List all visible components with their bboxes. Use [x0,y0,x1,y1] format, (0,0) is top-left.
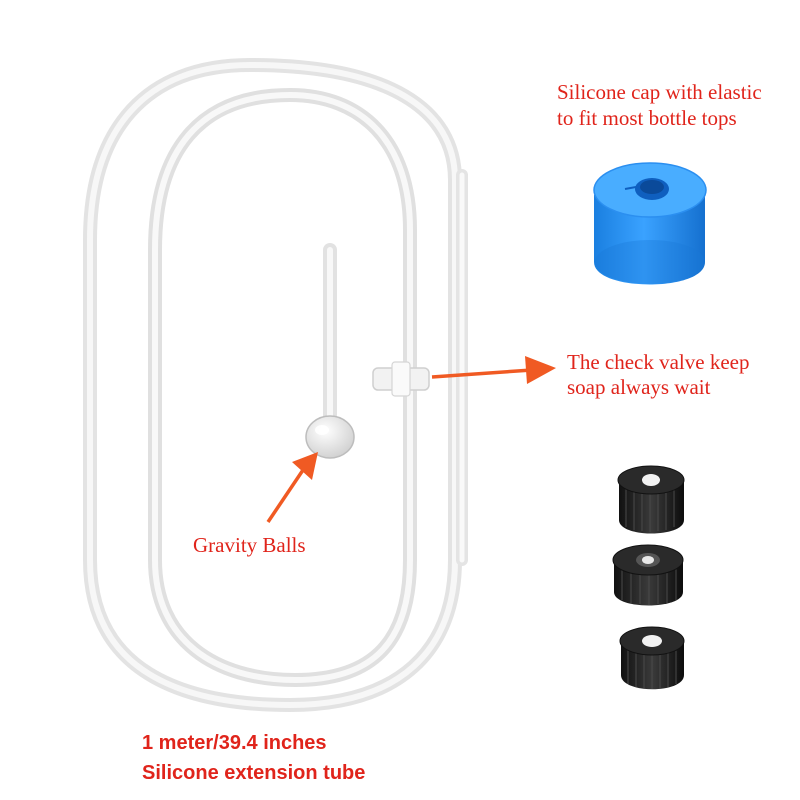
silicone-cap-caption-line2: to fit most bottle tops [557,106,737,130]
arrow-to-gravity-ball [266,452,318,523]
blue-silicone-cap [593,162,707,285]
arrow-to-check-valve [431,356,556,384]
check-valve-caption-line1: The check valve keep [567,350,750,374]
tube-length-caption: 1 meter/39.4 inches [142,732,327,754]
tube-name-caption: Silicone extension tube [142,762,366,784]
black-nut [617,465,685,534]
silicone-cap-caption-line1: Silicone cap with elastic [557,80,762,104]
check-valve [372,361,430,397]
black-nut [612,544,684,606]
check-valve-caption-line2: soap always wait [567,375,711,399]
black-nut [619,626,685,690]
gravity-balls-caption: Gravity Balls [193,533,306,557]
silicone-tube [83,57,468,713]
gravity-ball [305,415,355,459]
